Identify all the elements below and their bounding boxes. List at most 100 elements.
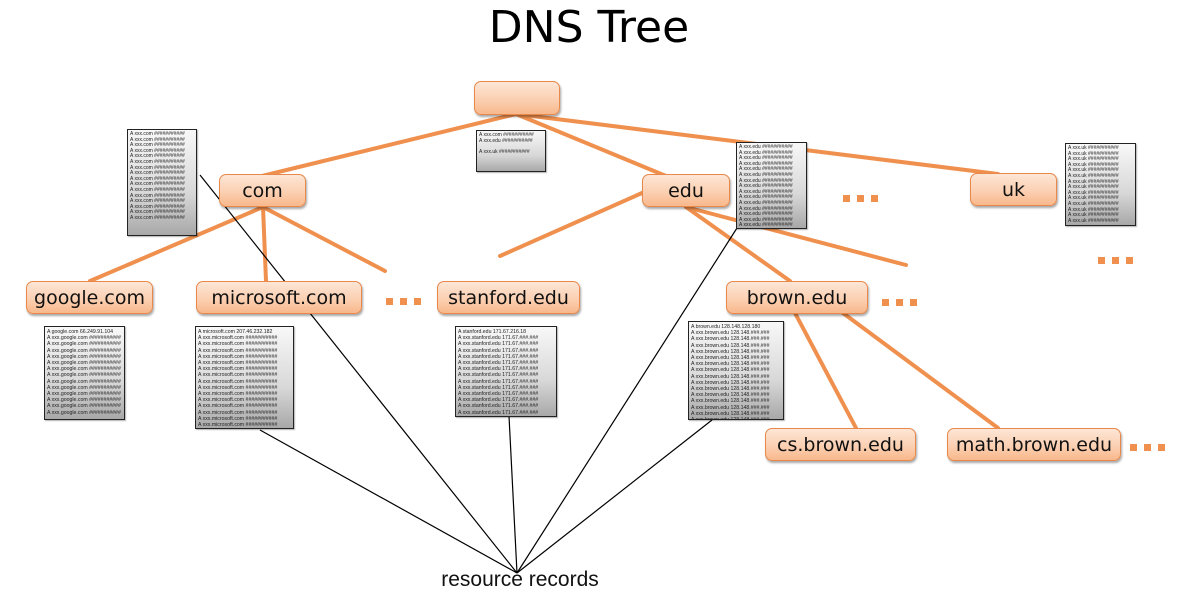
- resource-records-caption: resource records: [441, 568, 599, 591]
- node-uk[interactable]: uk: [970, 173, 1057, 206]
- record-line: A xxx.uk ###########: [1068, 172, 1119, 179]
- record-line: A xxx.edu ###########: [739, 223, 804, 228]
- record-line: A xxx.google.com ###########: [47, 403, 121, 410]
- ellipsis-brown-children: [1130, 444, 1165, 451]
- record-line: A xxx.microsoft.com ###########: [198, 415, 278, 422]
- record-line: A xxx.com ###########: [130, 192, 185, 199]
- node-microsoft-com[interactable]: microsoft.com: [196, 281, 362, 314]
- pointer-brown-records: [516, 419, 713, 574]
- record-line: A xxx.brown.edu 128.148.###.###: [691, 330, 770, 337]
- record-line: A xxx.edu ###########: [739, 206, 793, 218]
- record-line: A xxx.brown.edu 128.148.###.###: [691, 417, 781, 419]
- node-google-com[interactable]: google.com: [26, 281, 153, 314]
- ellipsis-edu-children: [882, 299, 917, 306]
- record-line: A xxx.stanford.edu 171.67.###.###: [458, 416, 554, 417]
- record-line: A xxx.uk ###########: [1068, 167, 1119, 174]
- record-line: A xxx.edu ###########: [739, 200, 793, 212]
- record-line: A xxx.com ###########: [130, 147, 185, 154]
- record-line: A xxx.stanford.edu 171.67.###.###: [458, 372, 539, 379]
- records-uk: A xxx.uk ###########A xxx.uk ###########…: [1065, 143, 1136, 226]
- record-line: A xxx.com ###########: [130, 214, 185, 221]
- record-line: A xxx.microsoft.com ###########: [198, 384, 278, 391]
- record-line: A xxx.brown.edu 128.148.###.###: [691, 367, 770, 374]
- record-line: A xxx.google.com ###########: [47, 366, 121, 373]
- record-line: A xxx.brown.edu 128.148.###.###: [691, 342, 770, 349]
- record-line: A xxx.stanford.edu 171.67.###.###: [458, 409, 539, 416]
- node-uk-label: uk: [1001, 178, 1026, 201]
- node-math-brown-edu-label: math.brown.edu: [955, 433, 1113, 456]
- record-header: A brown.edu 128.148.128.180: [691, 324, 761, 330]
- record-line: A xxx.uk ###########: [1068, 161, 1119, 168]
- record-line: A xxx.microsoft.com ###########: [198, 353, 278, 360]
- record-line: A xxx.edu ###########: [739, 150, 793, 162]
- pointer-com-records: [199, 174, 518, 574]
- record-line: A xxx.brown.edu 128.148.###.###: [691, 392, 770, 399]
- record-line: A xxx.uk ###########: [1068, 206, 1119, 213]
- record-line: A xxx.google.com ###########: [47, 391, 121, 398]
- record-line: A xxx.uk ###########: [1068, 178, 1119, 185]
- record-line: A xxx.stanford.edu 171.67.###.###: [458, 347, 539, 354]
- record-line: A xxx.google.com ###########: [47, 378, 121, 385]
- record-line: A xxx.uk ###########: [1068, 189, 1119, 196]
- record-line: A xxx.brown.edu 128.148.###.###: [691, 386, 770, 393]
- diagram-title: DNS Tree: [488, 2, 690, 53]
- ellipsis-uk: [1098, 257, 1133, 264]
- record-line: A xxx.stanford.edu 171.67.###.###: [458, 353, 539, 360]
- record-line: A xxx.stanford.edu 171.67.###.###: [458, 341, 539, 348]
- record-line: A xxx.brown.edu 128.148.###.###: [691, 373, 770, 380]
- record-line: A xxx.google.com ###########: [47, 360, 121, 367]
- record-line: A xxx.uk ###########: [1068, 156, 1119, 163]
- record-line: A xxx.google.com ###########: [47, 341, 121, 348]
- record-line: A xxx.stanford.edu 171.67.###.###: [458, 403, 539, 410]
- node-com[interactable]: com: [219, 174, 306, 207]
- record-line: A xxx.brown.edu 128.148.###.###: [691, 398, 770, 405]
- pointer-edu-records: [516, 227, 738, 574]
- record-line: A xxx.com ###########: [130, 170, 185, 177]
- record-line: A xxx.microsoft.com ###########: [198, 403, 278, 410]
- record-line: A xxx.uk ###########: [479, 148, 530, 155]
- node-stanford-edu[interactable]: stanford.edu: [437, 281, 580, 314]
- record-line: A xxx.microsoft.com ###########: [198, 397, 278, 404]
- node-root[interactable]: [474, 81, 560, 115]
- node-stanford-edu-label: stanford.edu: [448, 286, 569, 309]
- records-edu: A xxx.edu ###########A xxx.edu #########…: [736, 142, 807, 229]
- record-line: A xxx.com ###########: [130, 158, 185, 165]
- node-edu[interactable]: edu: [642, 174, 730, 207]
- record-line: A xxx.edu ###########: [739, 178, 793, 190]
- record-line: A xxx.com ###########: [130, 142, 185, 149]
- record-line: A xxx.edu ###########: [739, 189, 793, 201]
- record-line: A xxx.edu ###########: [479, 137, 533, 144]
- records-stanford: A stanford.edu 171.67.216.18 A xxx.stanfo…: [455, 326, 557, 417]
- record-line: A xxx.uk ###########: [1068, 150, 1119, 157]
- record-line: A xxx.microsoft.com ###########: [198, 341, 278, 348]
- ellipsis-top-level: [843, 195, 878, 202]
- record-line: A xxx.edu ###########: [739, 144, 793, 156]
- node-cs-brown-edu-label: cs.brown.edu: [777, 433, 904, 456]
- record-line: A xxx.com ###########: [130, 136, 185, 143]
- record-line: A xxx.uk ###########: [1068, 212, 1119, 219]
- record-header: A stanford.edu 171.67.216.18: [458, 329, 527, 335]
- node-cs-brown-edu[interactable]: cs.brown.edu: [765, 428, 916, 461]
- record-line: A xxx.stanford.edu 171.67.###.###: [458, 378, 539, 385]
- node-edu-label: edu: [668, 179, 704, 202]
- record-line: A xxx.edu ###########: [739, 212, 793, 223]
- record-line: A xxx.brown.edu 128.148.###.###: [691, 348, 770, 355]
- record-line: A xxx.google.com ###########: [47, 347, 121, 354]
- edge-root-com: [260, 112, 518, 178]
- records-com: A xxx.com ###########A xxx.com #########…: [127, 129, 197, 236]
- record-line: A xxx.com ###########: [130, 131, 185, 137]
- record-line: A xxx.microsoft.com ###########: [198, 366, 278, 373]
- edge-edu-stanford: [498, 191, 644, 258]
- record-line: A xxx.microsoft.com ###########: [198, 347, 278, 354]
- record-line: A xxx.edu ###########: [739, 167, 793, 178]
- node-google-com-label: google.com: [34, 286, 145, 309]
- edge-brown-cs: [793, 311, 858, 430]
- node-math-brown-edu[interactable]: math.brown.edu: [947, 428, 1121, 461]
- record-line: A xxx.com ###########: [130, 181, 185, 188]
- node-brown-edu[interactable]: brown.edu: [726, 281, 868, 314]
- record-line: A xxx.brown.edu 128.148.###.###: [691, 410, 770, 417]
- record-line: A xxx.brown.edu 128.148.###.###: [691, 355, 770, 362]
